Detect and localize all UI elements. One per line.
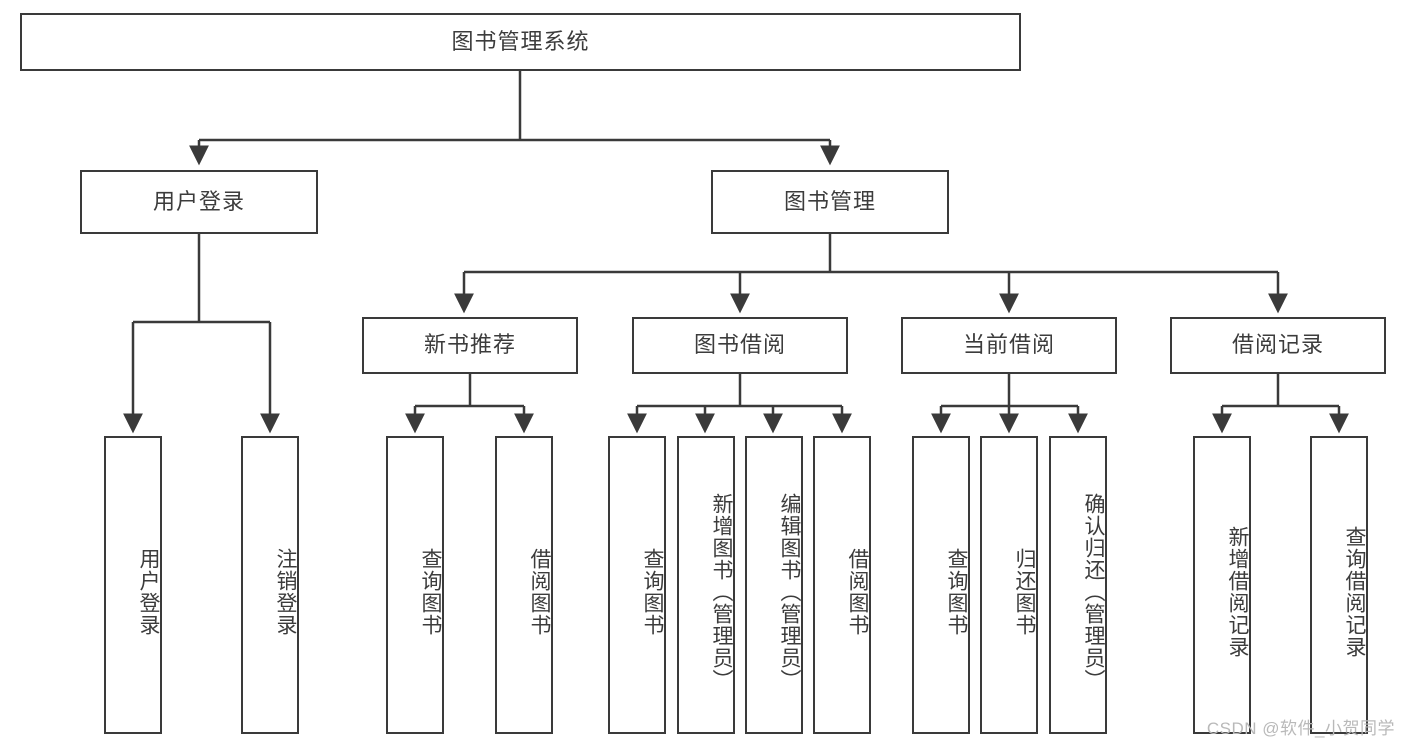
node-label: 查询借阅记录 [1343, 526, 1366, 658]
node-borrow-record[interactable]: 借阅记录 [1170, 317, 1386, 374]
leaf-query-book-borrow[interactable]: 查询图书 [608, 436, 666, 734]
leaf-add-borrow-record[interactable]: 新增借阅记录 [1193, 436, 1251, 734]
node-label: 新增借阅记录 [1226, 526, 1249, 658]
node-label: 借阅记录 [1231, 332, 1324, 358]
node-label: 图书管理 [783, 188, 876, 214]
leaf-return-book[interactable]: 归还图书 [980, 436, 1038, 734]
node-label: 图书管理系统 [451, 28, 590, 54]
leaf-query-borrow-record[interactable]: 查询借阅记录 [1310, 436, 1368, 734]
node-new-book-recommendation[interactable]: 新书推荐 [362, 317, 578, 374]
node-label: 图书借阅 [693, 332, 786, 358]
node-label: 编辑图书（管理员） [778, 493, 801, 691]
leaf-query-book-current[interactable]: 查询图书 [912, 436, 970, 734]
node-label: 当前借阅 [962, 332, 1055, 358]
node-label: 注销登录 [274, 548, 297, 636]
node-label: 借阅图书 [846, 548, 869, 636]
node-label: 确认归还（管理员） [1082, 493, 1105, 691]
leaf-logout-login[interactable]: 注销登录 [241, 436, 299, 734]
node-label: 新增图书（管理员） [710, 493, 733, 691]
node-user-login[interactable]: 用户登录 [80, 170, 318, 234]
node-label: 用户登录 [152, 188, 245, 214]
node-label: 新书推荐 [423, 332, 516, 358]
node-label: 借阅图书 [528, 548, 551, 636]
node-label: 归还图书 [1013, 548, 1036, 636]
leaf-query-book-newbook[interactable]: 查询图书 [386, 436, 444, 734]
node-book-management[interactable]: 图书管理 [711, 170, 949, 234]
leaf-borrow-book-newbook[interactable]: 借阅图书 [495, 436, 553, 734]
leaf-add-book-admin[interactable]: 新增图书（管理员） [677, 436, 735, 734]
leaf-confirm-return-admin[interactable]: 确认归还（管理员） [1049, 436, 1107, 734]
node-label: 用户登录 [137, 548, 160, 636]
node-label: 查询图书 [641, 548, 664, 636]
node-label: 查询图书 [945, 548, 968, 636]
node-book-borrow[interactable]: 图书借阅 [632, 317, 848, 374]
node-label: 查询图书 [419, 548, 442, 636]
leaf-edit-book-admin[interactable]: 编辑图书（管理员） [745, 436, 803, 734]
node-root-book-management-system[interactable]: 图书管理系统 [20, 13, 1021, 71]
node-current-borrow[interactable]: 当前借阅 [901, 317, 1117, 374]
leaf-borrow-book[interactable]: 借阅图书 [813, 436, 871, 734]
leaf-user-login[interactable]: 用户登录 [104, 436, 162, 734]
